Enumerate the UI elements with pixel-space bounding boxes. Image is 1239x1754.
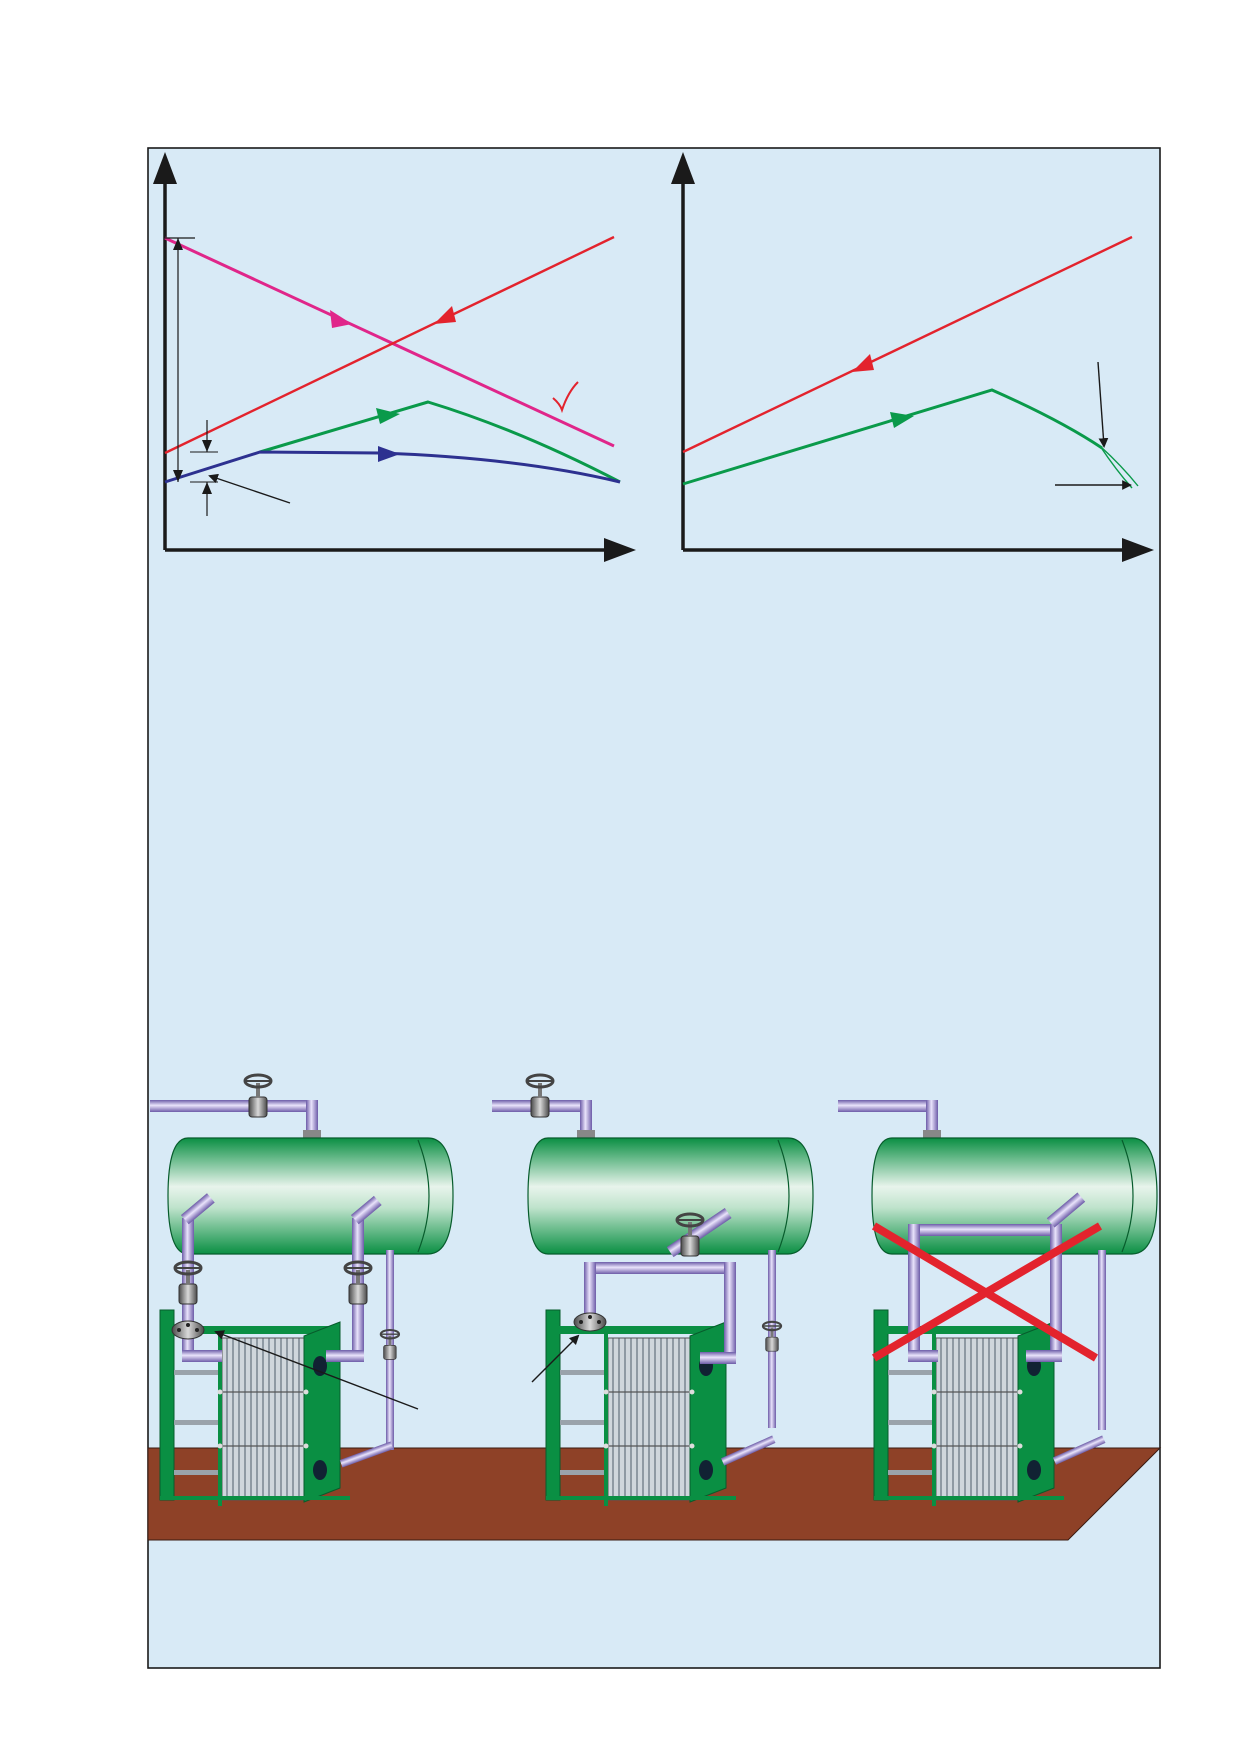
green-curve-right [682,388,1103,486]
red-cross-icon [871,1222,1103,1362]
condensate-pipe-left-top [180,1193,215,1225]
red-flow-arrow-right [852,354,874,372]
pointer-arrow-left-graph [208,473,291,504]
red-flow-arrow [434,306,456,324]
red-line [164,235,615,455]
vent-pipe-foot [1052,1435,1106,1465]
loop-pipe-right-foot [1026,1350,1062,1362]
left-graph-x-arrow [604,538,636,562]
green-flow-arrow [376,408,400,424]
condensate-pipe-left-foot [182,1350,222,1362]
vent-pipe-foot [339,1441,394,1468]
condensate-pipe-right-foot [326,1350,364,1362]
pointer-arrow-down [1097,361,1109,448]
receiver-tank [167,1137,454,1255]
right-graph-y-arrow [671,152,695,184]
receiver-tank-installation-1 [150,1073,454,1507]
receiver-tank-installation-3 [838,1100,1158,1507]
loop-pipe-top [908,1224,1062,1236]
bypass-pipe-right [724,1262,736,1362]
receiver-tank-installation-2 [492,1073,814,1507]
pointer-arrow-flange-2 [531,1334,580,1383]
bypass-pipe-left [584,1262,596,1322]
green-curve [259,400,621,484]
green-curve-right-tail-a [1099,445,1139,487]
steam-supply-pipe [838,1100,938,1112]
tank-outlet-pipe [1046,1192,1086,1228]
condensate-pipe-right-top [350,1195,382,1225]
loop-pipe-left [908,1224,920,1360]
vent-pipe [1098,1250,1106,1430]
green-flow-arrow-right [890,412,914,428]
flange-icon [573,1312,607,1332]
dimension-small-bottom-arrow [202,482,212,494]
dimension-tall-top-arrow [173,238,183,250]
left-graph-y-arrow [153,152,177,184]
dimension-small-top-arrow [202,440,212,452]
flange-icon [171,1320,205,1340]
vent-pipe-foot [721,1435,776,1466]
pointer-arrow-flange-1 [214,1330,419,1410]
right-graph-x-arrow [1122,538,1154,562]
left-temperature-graph [153,152,636,562]
loop-pipe-left-foot [908,1350,938,1362]
steam-supply-pipe [150,1100,318,1112]
red-line-right [682,235,1133,454]
bypass-pipe-top [584,1262,736,1274]
check-icon [552,381,579,414]
receiver-tank [527,1137,814,1255]
dimension-tall-bottom-arrow [173,470,183,482]
magenta-line [164,236,615,448]
navy-flow-arrow [378,446,400,462]
magenta-flow-arrow [330,310,352,328]
bypass-pipe-right-foot [700,1352,736,1364]
right-temperature-graph [671,152,1154,562]
